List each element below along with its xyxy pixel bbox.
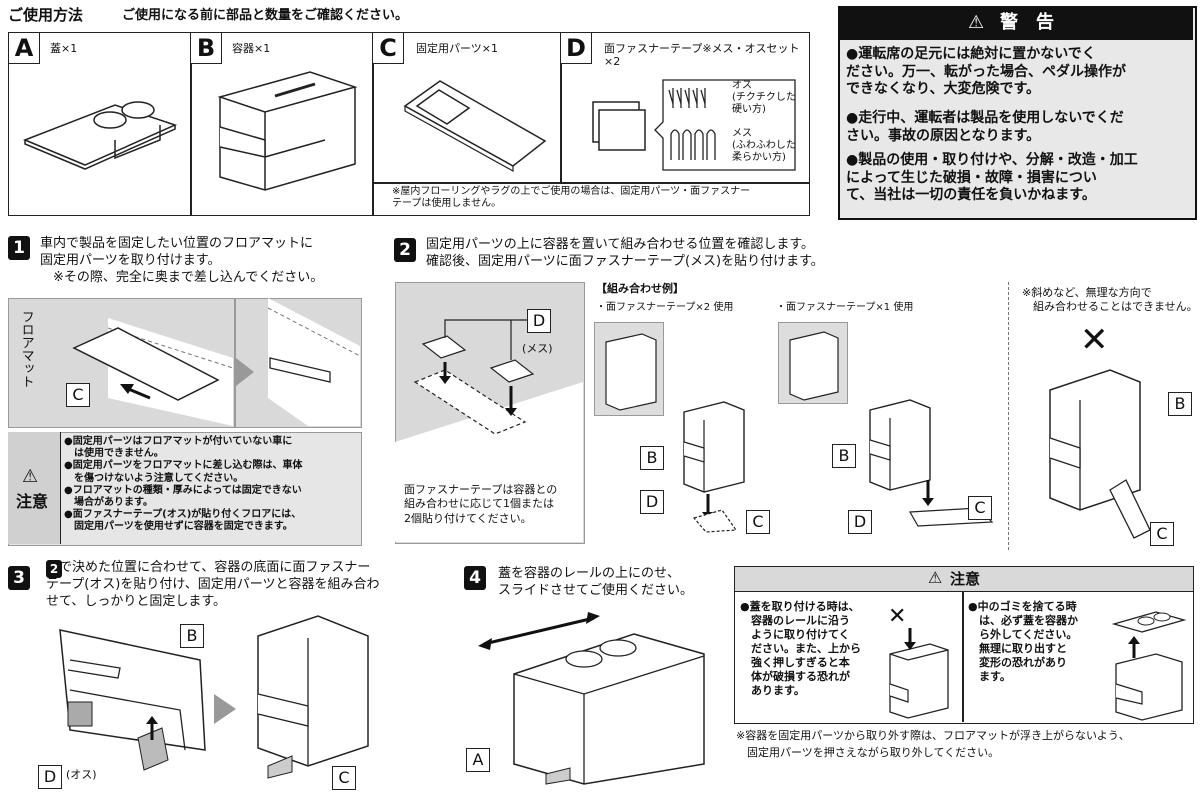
example-1-callout-d: D bbox=[640, 490, 664, 514]
bottom-note: ※容器を固定用パーツから取り外す際は、フロアマットが浮き上がらないよう、 固定用… bbox=[736, 729, 1130, 759]
step-2-ng-mark: ✕ bbox=[1080, 320, 1109, 360]
step-4-callout-a: A bbox=[466, 748, 490, 772]
part-label-c: 固定用パーツ×1 bbox=[416, 42, 498, 55]
warning-header bbox=[840, 8, 1193, 40]
step-2-callout-d: D bbox=[527, 309, 551, 333]
step-1-caution-box bbox=[8, 432, 362, 546]
floor-mat-label: フロアマット bbox=[18, 310, 34, 388]
example-2-callout-d: D bbox=[848, 510, 872, 534]
step-3-drawing-assembled bbox=[257, 615, 369, 779]
step-3-male-label: (オス) bbox=[66, 768, 97, 781]
part-letter-a: A bbox=[8, 32, 40, 64]
warning-icon: ⚠ bbox=[968, 12, 985, 33]
step-4-text: 蓋を容器のレールの上にのせ、 スライドさせてご使用ください。 bbox=[498, 566, 694, 598]
step-2-female-label: (メス) bbox=[522, 342, 553, 355]
step-4-drawing bbox=[478, 612, 705, 785]
caution-2-right: ●中のゴミを捨てる時 は、必ず蓋を容器か ら外してください。 無理に取り出すと … bbox=[968, 600, 1078, 684]
caution-2-left: ●蓋を取り付ける時は、 容器のレールに沿う ように取り付けてく ださい。また、上… bbox=[740, 600, 861, 698]
ng-drawing bbox=[1049, 369, 1151, 539]
ng-callout-b: B bbox=[1168, 392, 1192, 416]
step-3-drawing-bottom bbox=[59, 629, 206, 771]
step-4-badge: 4 bbox=[464, 566, 486, 590]
part-label-a: 蓋×1 bbox=[50, 42, 78, 55]
caution-2-lid-remove-drawing bbox=[1111, 611, 1187, 721]
step-1-fixing-drawing bbox=[72, 298, 361, 426]
step-3-callout-d: D bbox=[38, 765, 62, 789]
step-2-note: 面ファスナーテープは容器との 組み合わせに応じて1個または 2個貼り付けてくださ… bbox=[404, 483, 558, 525]
step-1-badge: 1 bbox=[8, 236, 30, 260]
combination-example-2: ・面ファスナーテープ×1 使用 bbox=[776, 302, 914, 313]
step-2-drawing bbox=[395, 319, 583, 542]
caution-2-title: 注意 bbox=[950, 570, 981, 588]
example-1-callout-b: B bbox=[640, 446, 664, 470]
caution-2-lid-press-drawing bbox=[889, 628, 949, 719]
parts-note: ※屋内フローリングやラグの上でご使用の場合は、固定用パーツ・面ファスナー テープ… bbox=[392, 186, 751, 209]
fastener-tape-illustration bbox=[592, 79, 796, 171]
part-letter-d: D bbox=[560, 32, 592, 64]
fastener-male-label: オス (チクチクした 硬い方) bbox=[732, 80, 796, 115]
caution-2-ng-mark: ✕ bbox=[888, 604, 907, 629]
warning-title: 警 告 bbox=[1000, 12, 1054, 33]
caution-2-icon: ⚠ bbox=[928, 568, 943, 587]
warning-item-2: ●走行中、運転者は製品を使用しないでくだ さい。事故の原因となります。 bbox=[846, 110, 1124, 144]
step-3-badge: 3 bbox=[8, 566, 30, 590]
step-3-text: で決めた位置に合わせて、容器の底面に面ファスナー テープ(オス)を貼り付け、固定… bbox=[46, 560, 380, 609]
step-2-badge: 2 bbox=[394, 238, 416, 262]
combination-example-1: ・面ファスナーテープ×2 使用 bbox=[596, 302, 734, 313]
step-3-arrow bbox=[214, 694, 236, 724]
ng-callout-c: C bbox=[1150, 522, 1174, 546]
example-1-callout-c: C bbox=[746, 510, 770, 534]
step-1-caution-title: 注意 bbox=[16, 492, 49, 511]
page-subtitle: ご使用になる前に部品と数量をご確認ください。 bbox=[122, 8, 409, 23]
fixing-part-illustration bbox=[403, 80, 547, 173]
step-3-callout-c: C bbox=[332, 766, 356, 790]
warning-item-1: ●運転席の足元には絶対に置かないでく ださい。万一、転がった場合、ペダル操作が … bbox=[846, 46, 1126, 97]
part-label-d: 面ファスナーテープ※メス・オスセット ×2 bbox=[604, 42, 800, 69]
part-letter-c: C bbox=[372, 32, 404, 64]
step-3-callout-b: B bbox=[180, 624, 204, 648]
container-illustration bbox=[217, 71, 358, 191]
lid-illustration bbox=[22, 101, 178, 170]
step-1-caution-items: ●固定用パーツはフロアマットが付いていない車に は使用できません。 ●固定用パー… bbox=[64, 436, 303, 533]
step-2-text: 固定用パーツの上に容器を置いて組み合わせる位置を確認します。 確認後、固定用パー… bbox=[426, 237, 824, 269]
example-2-callout-c: C bbox=[968, 496, 992, 520]
part-letter-b: B bbox=[190, 32, 222, 64]
step-1-caution-icon: ⚠ bbox=[22, 466, 39, 487]
part-label-b: 容器×1 bbox=[232, 42, 271, 55]
warning-box bbox=[838, 6, 1197, 220]
step-2-ng-note: ※斜めなど、無理な方向で 組み合わせることはできません。 bbox=[1022, 286, 1198, 314]
example-2-callout-b: B bbox=[832, 444, 856, 468]
step-1-text: 車内で製品を固定したい位置のフロアマットに 固定用パーツを取り付けます。 ※その… bbox=[40, 236, 324, 285]
combination-examples-title: 【組み合わせ例】 bbox=[596, 282, 684, 295]
page-title: ご使用方法 bbox=[8, 6, 84, 24]
fastener-female-label: メス (ふわふわした 柔らかい方) bbox=[732, 128, 796, 163]
warning-item-3: ●製品の使用・取り付けや、分解・改造・加工 によって生じた破損・故障・損害につい… bbox=[846, 152, 1138, 203]
step-3-ref-badge: 2 bbox=[46, 560, 62, 578]
example-2-drawing bbox=[789, 331, 994, 527]
example-1-drawing bbox=[605, 333, 745, 533]
step-1-callout-c: C bbox=[66, 383, 90, 407]
